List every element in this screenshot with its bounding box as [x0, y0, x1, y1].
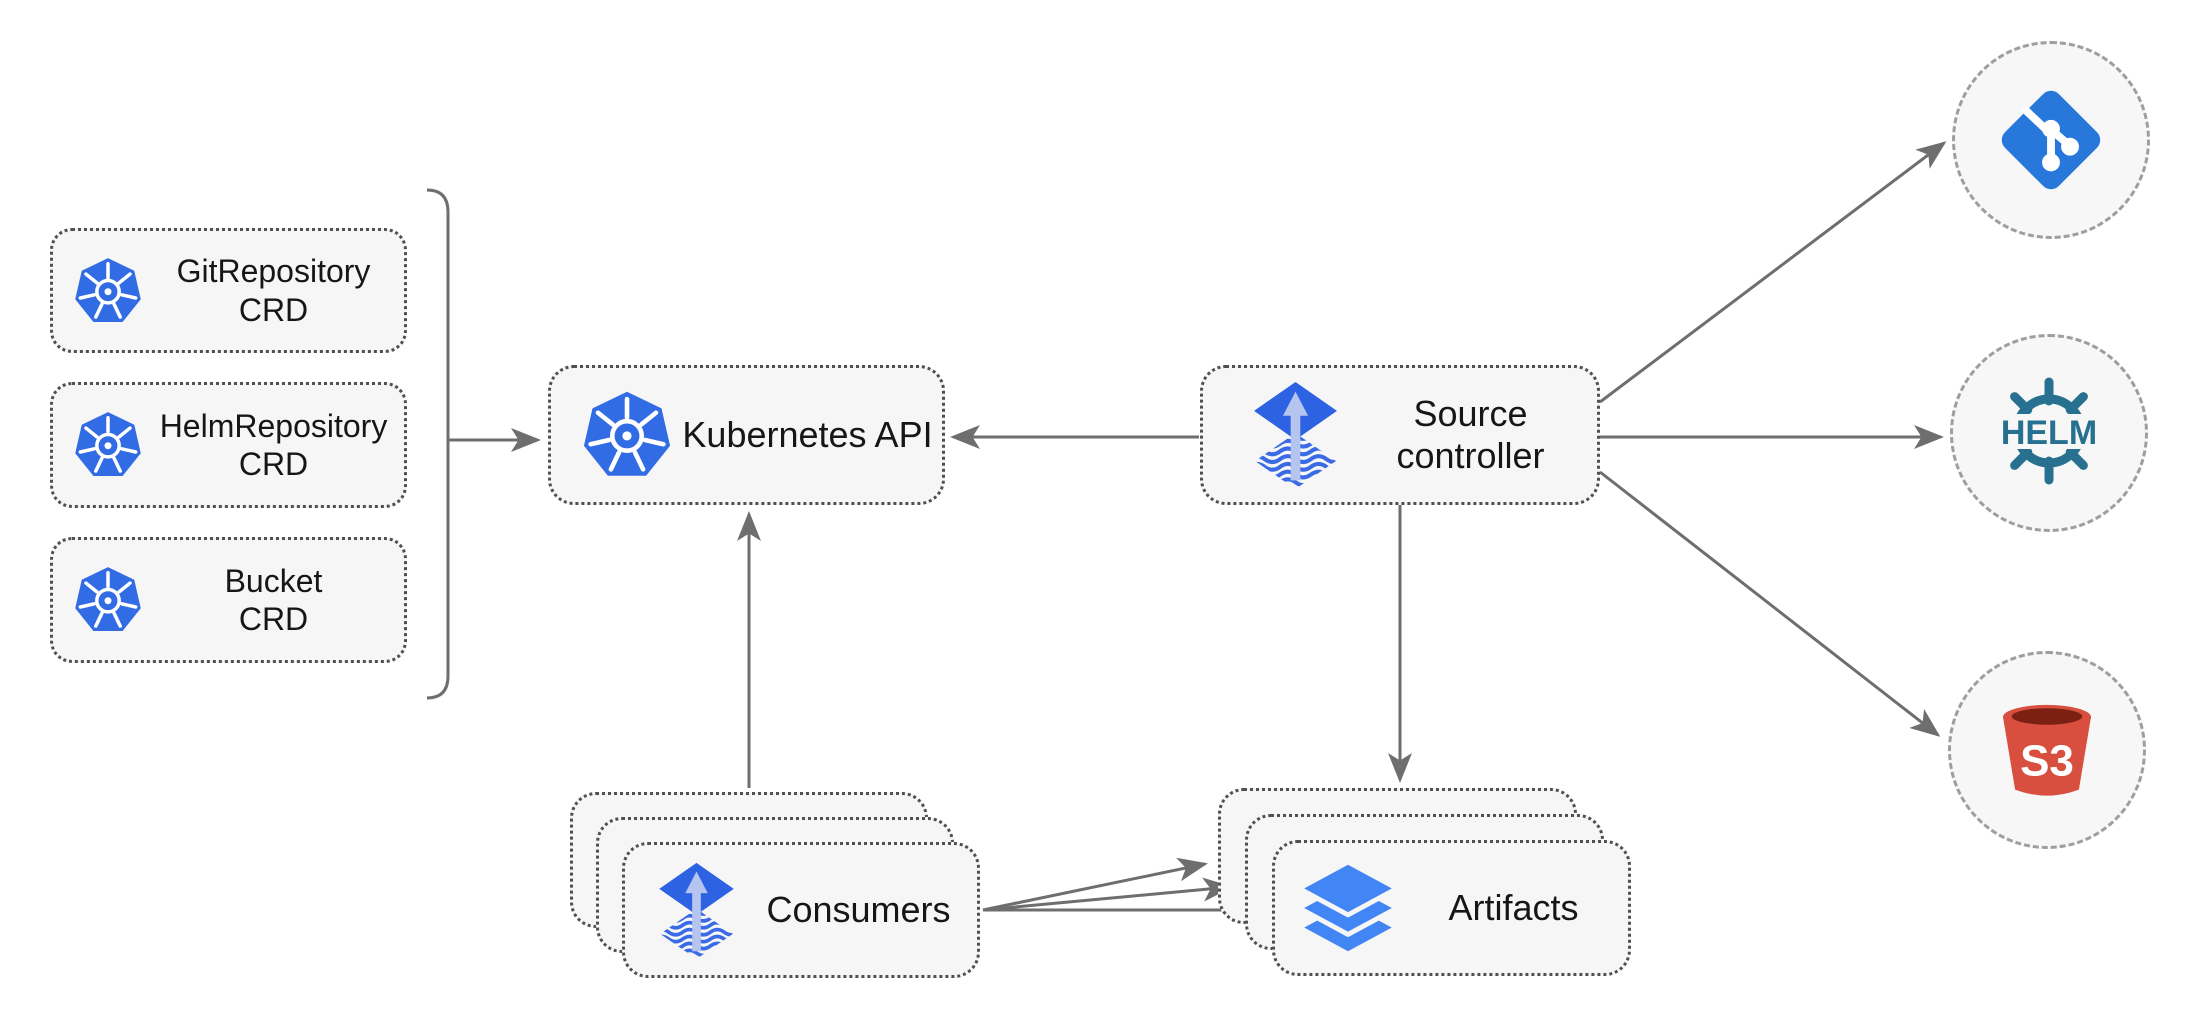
node-helmrepository-crd: HelmRepository CRD: [50, 382, 407, 508]
kubernetes-icon: [73, 410, 143, 480]
kubernetes-icon: [73, 256, 143, 326]
node-gitrepository-crd: GitRepository CRD: [50, 228, 407, 353]
endpoint-helm: HELM: [1950, 334, 2148, 532]
crd-group-bracket: [426, 188, 450, 700]
edge-consumers-to-artifacts-2: [982, 877, 1233, 912]
s3-label: S3: [2020, 736, 2074, 785]
node-bucket-crd: Bucket CRD: [50, 537, 407, 663]
flux-icon: [653, 862, 740, 959]
bucket-crd-label: Bucket CRD: [224, 562, 323, 637]
endpoint-git: [1952, 41, 2150, 239]
kubernetes-api-label: Kubernetes API: [682, 414, 933, 456]
gitrepository-crd-label: GitRepository CRD: [176, 253, 371, 328]
artifacts-label: Artifacts: [1448, 887, 1579, 929]
edge-consumers-to-artifacts-1: [982, 857, 1208, 912]
endpoint-s3: S3: [1948, 651, 2146, 849]
git-icon: [2001, 90, 2101, 190]
helm-icon: HELM: [1989, 377, 2109, 485]
edge-source-to-s3: [1599, 470, 1941, 737]
helmrepository-crd-label: HelmRepository CRD: [159, 407, 388, 482]
node-consumers: Consumers: [622, 842, 980, 978]
node-kubernetes-api: Kubernetes API: [548, 365, 945, 505]
helm-label: HELM: [2001, 414, 2097, 452]
s3-bucket-icon: S3: [2003, 704, 2091, 796]
layers-icon: [1297, 862, 1399, 954]
flux-icon: [1247, 381, 1344, 489]
kubernetes-icon: [73, 565, 143, 635]
edge-source-to-git: [1599, 141, 1947, 404]
node-artifacts: Artifacts: [1272, 840, 1631, 976]
source-controller-label: Source controller: [1396, 393, 1545, 476]
kubernetes-icon: [581, 389, 673, 481]
consumers-label: Consumers: [766, 889, 951, 931]
node-source-controller: Source controller: [1200, 365, 1600, 505]
